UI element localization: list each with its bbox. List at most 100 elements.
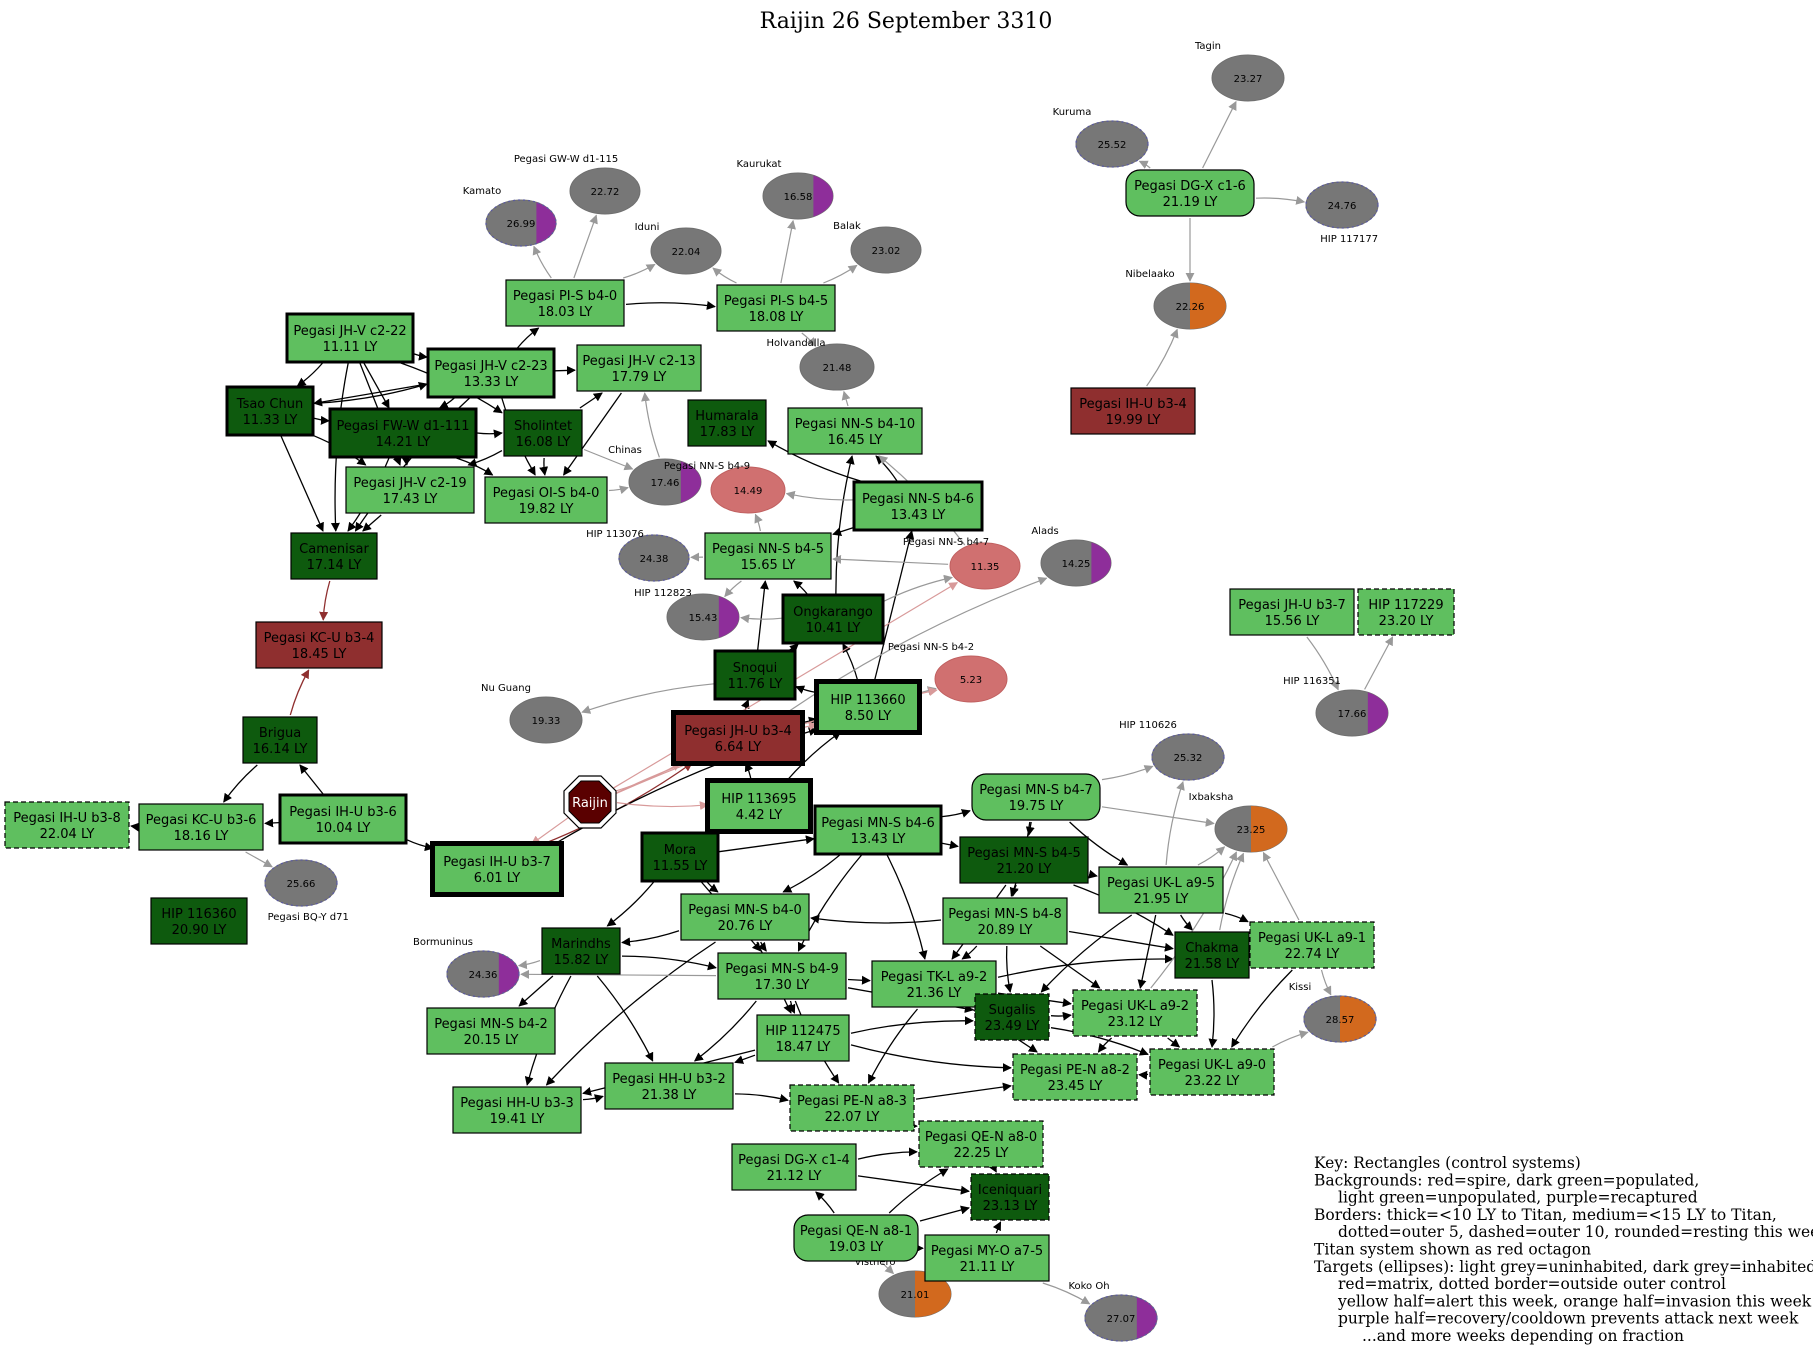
system-pegasi-hh-u-b3-3[interactable]: Pegasi HH-U b3-319.41 LY [452, 1086, 582, 1134]
system-pegasi-qe-n-a8-1[interactable]: Pegasi QE-N a8-119.03 LY [793, 1214, 919, 1262]
system-name: Pegasi KC-U b3-4 [264, 631, 375, 646]
system-pegasi-qe-n-a8-0[interactable]: Pegasi QE-N a8-022.25 LY [918, 1120, 1044, 1168]
system-pegasi-mn-s-b4-7[interactable]: Pegasi MN-S b4-719.75 LY [971, 773, 1101, 821]
system-pegasi-pi-s-b4-5[interactable]: Pegasi PI-S b4-518.08 LY [716, 284, 836, 332]
system-pegasi-ih-u-b3-8[interactable]: Pegasi IH-U b3-822.04 LY [4, 801, 130, 849]
system-pegasi-uk-l-a9-0[interactable]: Pegasi UK-L a9-023.22 LY [1149, 1048, 1275, 1096]
system-pegasi-mn-s-b4-8[interactable]: Pegasi MN-S b4-820.89 LY [942, 897, 1068, 945]
system-pegasi-my-o-a7-5[interactable]: Pegasi MY-O a7-521.11 LY [924, 1234, 1050, 1282]
system-distance: 21.11 LY [960, 1260, 1015, 1275]
system-name: Sholintet [514, 419, 572, 434]
system-pegasi-uk-l-a9-2[interactable]: Pegasi UK-L a9-223.12 LY [1072, 989, 1198, 1037]
key-line: Backgrounds: red=spire, dark green=popul… [1314, 1171, 1699, 1189]
target-value: 22.72 [591, 187, 620, 198]
system-pegasi-kc-u-b3-4[interactable]: Pegasi KC-U b3-418.45 LY [255, 621, 383, 669]
system-pegasi-mn-s-b4-6[interactable]: Pegasi MN-S b4-613.43 LY [813, 804, 943, 856]
system-pegasi-pe-n-a8-3[interactable]: Pegasi PE-N a8-322.07 LY [789, 1084, 915, 1132]
key-line: ...and more weeks depending on fraction [1362, 1327, 1684, 1345]
system-pegasi-pe-n-a8-2[interactable]: Pegasi PE-N a8-223.45 LY [1012, 1053, 1138, 1101]
system-pegasi-kc-u-b3-6[interactable]: Pegasi KC-U b3-618.16 LY [138, 803, 264, 851]
system-box [484, 476, 608, 524]
system-pegasi-oi-s-b4-0[interactable]: Pegasi OI-S b4-019.82 LY [484, 476, 608, 524]
system-pegasi-jh-u-b3-4[interactable]: Pegasi JH-U b3-46.64 LY [671, 710, 805, 766]
system-name: Pegasi PE-N a8-3 [797, 1094, 907, 1109]
edge-marindhs-to-mn-s-b4-2 [518, 975, 554, 1007]
key-line: dotted=outer 5, dashed=outer 10, rounded… [1338, 1223, 1813, 1241]
edge-mn-s-b4-0-to-hh-u-b3-3 [545, 941, 716, 1086]
edge-pi-s-b4-5-to-t-kaurukat [780, 219, 796, 284]
system-pegasi-dg-x-c1-6[interactable]: Pegasi DG-X c1-621.19 LY [1125, 169, 1255, 217]
system-pegasi-mn-s-b4-5[interactable]: Pegasi MN-S b4-521.20 LY [959, 836, 1089, 884]
edge-jh-v-c2-22-to-fw-w-d1-111 [363, 362, 390, 409]
system-pegasi-jh-u-b3-7[interactable]: Pegasi JH-U b3-715.56 LY [1229, 588, 1355, 636]
system-name: Pegasi MN-S b4-0 [688, 903, 802, 918]
edge-tsao-chun-to-fw-w-d1-111 [313, 415, 330, 425]
system-name: Camenisar [299, 542, 369, 557]
system-pegasi-ih-u-b3-6[interactable]: Pegasi IH-U b3-610.04 LY [278, 793, 408, 845]
edge-snoqui-to-ongkarango [789, 643, 799, 653]
system-pegasi-nn-s-b4-6[interactable]: Pegasi NN-S b4-613.43 LY [852, 480, 984, 532]
system-pegasi-dg-x-c1-4[interactable]: Pegasi DG-X c1-421.12 LY [731, 1143, 857, 1191]
system-pegasi-nn-s-b4-5[interactable]: Pegasi NN-S b4-515.65 LY [704, 532, 832, 580]
system-pegasi-hh-u-b3-2[interactable]: Pegasi HH-U b3-221.38 LY [604, 1062, 734, 1110]
system-pegasi-ih-u-b3-4[interactable]: Pegasi IH-U b3-419.99 LY [1070, 387, 1196, 435]
system-pegasi-pi-s-b4-0[interactable]: Pegasi PI-S b4-018.03 LY [505, 279, 625, 327]
system-pegasi-uk-l-a9-1[interactable]: Pegasi UK-L a9-122.74 LY [1249, 921, 1375, 969]
system-pegasi-tk-l-a9-2[interactable]: Pegasi TK-L a9-221.36 LY [871, 960, 997, 1008]
system-pegasi-uk-l-a9-5[interactable]: Pegasi UK-L a9-521.95 LY [1098, 866, 1224, 914]
system-pegasi-ih-u-b3-7[interactable]: Pegasi IH-U b3-76.01 LY [430, 841, 564, 897]
system-pegasi-mn-s-b4-2[interactable]: Pegasi MN-S b4-220.15 LY [426, 1007, 556, 1055]
system-pegasi-mn-s-b4-9[interactable]: Pegasi MN-S b4-917.30 LY [717, 952, 847, 1000]
system-pegasi-mn-s-b4-0[interactable]: Pegasi MN-S b4-020.76 LY [680, 893, 810, 941]
